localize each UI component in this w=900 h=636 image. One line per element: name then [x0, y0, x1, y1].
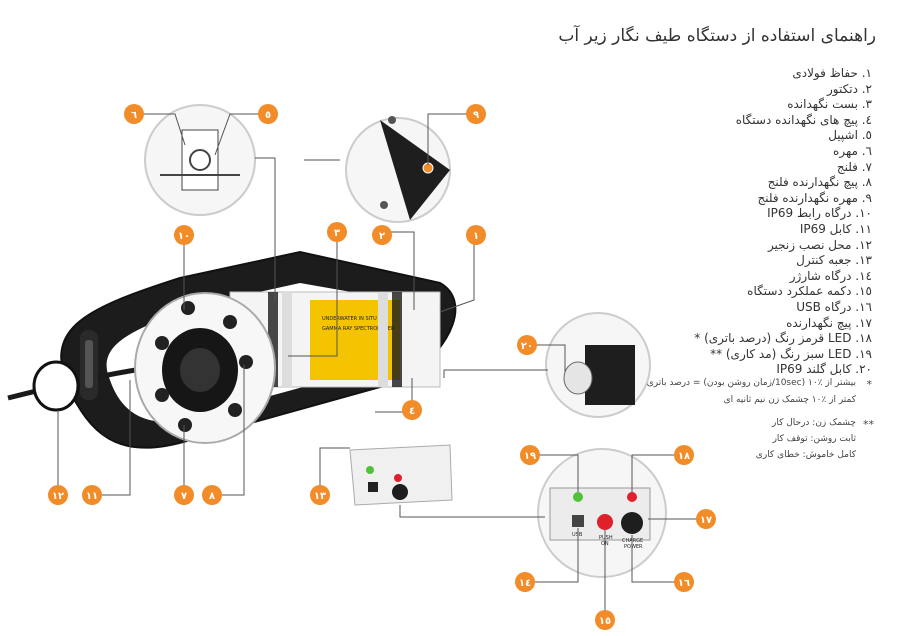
parts-list: ۱. حفاظ فولادی ۲. دتکتور ۳. بست نگهدانده…: [572, 66, 872, 378]
chain-mount-slot: [80, 330, 98, 400]
note-star2-line2: ثابت روشن: توقف کار: [772, 434, 856, 444]
badge-11: ۱۱: [82, 485, 102, 505]
badge-17: ۱۷: [696, 509, 716, 529]
list-item: ۱. حفاظ فولادی: [792, 66, 872, 80]
svg-text:۱۱: ۱۱: [86, 491, 98, 502]
device-label-line1: UNDERWATER IN SITU: [322, 316, 377, 322]
list-item: ۱۳. جعبه کنترل: [796, 253, 872, 268]
svg-text:۱۷: ۱۷: [700, 515, 712, 526]
badge-8: ۸: [202, 485, 222, 505]
list-item: ۱۰. درگاه رابط IP69: [767, 206, 872, 221]
list-item: ۱٥. دکمه عملکرد دستگاه: [747, 284, 872, 299]
badge-3: ۳: [327, 222, 347, 242]
badge-1: ۱: [466, 225, 486, 245]
svg-text:۱٤: ۱٤: [519, 578, 531, 589]
svg-text:۷: ۷: [181, 491, 187, 502]
note-star1-mark: *: [866, 378, 873, 391]
detector-body: UNDERWATER IN SITU GAMMA RAY SPECTROMETE…: [229, 291, 441, 388]
badge-19: ۱۹: [520, 445, 540, 465]
charge-label: CHARGE: [622, 538, 643, 544]
svg-text:٦: ٦: [131, 110, 137, 121]
svg-text:٤: ٤: [409, 406, 415, 417]
badge-7: ۷: [174, 485, 194, 505]
device-label-line2: GAMMA RAY SPECTROMETER: [322, 326, 395, 332]
list-item: ٥. اشپیل: [828, 128, 872, 143]
list-item: ۳. بست نگهدانده: [787, 97, 872, 112]
badge-20: ۲۰: [517, 335, 537, 355]
badge-16: ۱٦: [674, 572, 694, 592]
badge-4: ٤: [402, 400, 422, 420]
usb-label: USB: [572, 532, 583, 538]
note-star1-line2: کمتر از ٪۱۰ چشمک زن نیم ثانیه ای: [723, 395, 856, 405]
svg-text:٥: ٥: [265, 110, 271, 121]
power-label: POWER: [624, 544, 643, 550]
detail-shackle: [144, 104, 256, 216]
list-item: ۱۷. پیچ نگهدارنده: [786, 315, 872, 330]
svg-text:۱۸: ۱۸: [678, 451, 690, 462]
svg-text:۱۹: ۱۹: [524, 451, 536, 462]
list-item: ۹. مهره نگهدارنده فلنج: [757, 190, 872, 205]
svg-text:۲: ۲: [379, 231, 385, 242]
badge-5: ٥: [258, 104, 278, 124]
svg-text:۸: ۸: [209, 491, 215, 502]
badge-6: ٦: [124, 104, 144, 124]
control-box: [349, 444, 453, 506]
detail-flange-nut: [345, 116, 451, 223]
push-label: PUSH: [599, 535, 613, 541]
svg-text:۹: ۹: [473, 110, 479, 121]
detail-cable-gland: [545, 312, 651, 418]
list-item: ۱٤. درگاه شارژر: [789, 268, 872, 283]
list-item: ۲. دتکتور: [826, 81, 872, 96]
list-item: ۱٦. درگاه USB: [796, 299, 872, 314]
note-star2-mark: **: [863, 418, 874, 431]
svg-text:۱٥: ۱٥: [599, 616, 611, 627]
control-panel: USB PUSH ON CHARGE POWER: [537, 448, 667, 578]
note-star2-line1: چشمک زن: درحال کار: [772, 418, 856, 428]
svg-text:۱۰: ۱۰: [178, 231, 190, 242]
svg-text:۳: ۳: [334, 228, 340, 239]
svg-text:۲۰: ۲۰: [521, 341, 533, 352]
flange: [134, 292, 276, 444]
badge-15: ۱٥: [595, 610, 615, 630]
badge-12: ۱۲: [48, 485, 68, 505]
svg-text:۱۲: ۱۲: [52, 491, 64, 502]
badge-13: ۱۳: [310, 485, 330, 505]
badge-14: ۱٤: [515, 572, 535, 592]
list-item: ۱۸. LED قرمز رنگ (درصد باتری) *: [694, 331, 872, 346]
page-title: راهنمای استفاده از دستگاه طیف نگار زیر آ…: [558, 26, 876, 46]
chain-mount: [32, 360, 80, 412]
badge-9: ۹: [466, 104, 486, 124]
list-item: ۱۱. کابل IP69: [799, 221, 872, 236]
list-item: ۱۲. محل نصب زنجیر: [767, 237, 872, 252]
list-item: ۲۰. کابل گلند IP69: [776, 362, 872, 377]
svg-text:۱۳: ۱۳: [314, 491, 326, 502]
svg-text:۱: ۱: [473, 231, 479, 242]
badge-10: ۱۰: [174, 225, 194, 245]
svg-text:۱٦: ۱٦: [678, 578, 690, 589]
badge-18: ۱۸: [674, 445, 694, 465]
list-item: ٤. پیچ های نگهدانده دستگاه: [735, 112, 872, 127]
list-item: ۷. فلنج: [836, 159, 872, 174]
list-item: ٦. مهره: [833, 143, 872, 158]
list-item: ۸. پیچ نگهدارنده فلنج: [767, 175, 872, 190]
badge-2: ۲: [372, 225, 392, 245]
note-star2-line3: کامل خاموش: خطای کاری: [755, 450, 856, 460]
list-item: ۱۹. LED سبز رنگ (مد کاری) **: [710, 346, 872, 361]
note-star1-line1: بیشتر از ٪۱۰ (10sec/زمان روشن بودن) = در…: [646, 378, 856, 388]
